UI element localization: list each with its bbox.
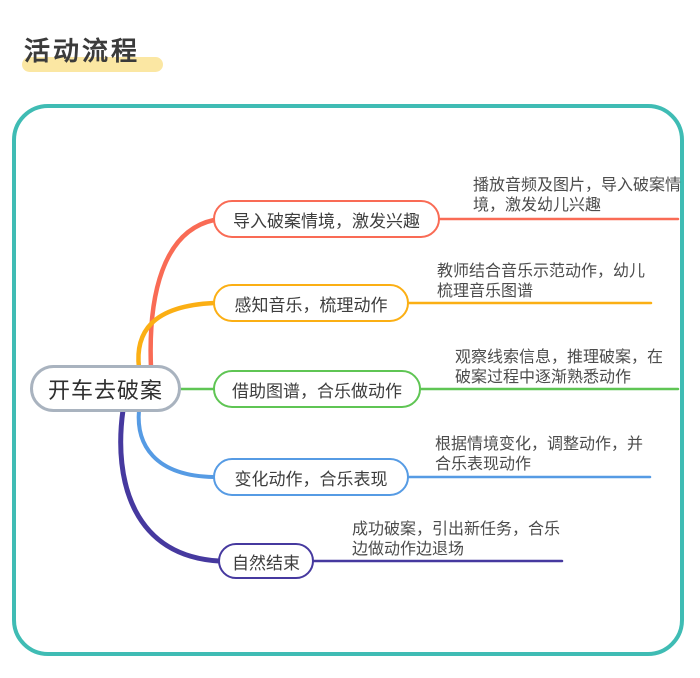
branch-node-1: 导入破案情境，激发兴趣 xyxy=(213,200,440,238)
root-node: 开车去破案 xyxy=(30,365,181,412)
branch-node-2: 感知音乐，梳理动作 xyxy=(213,284,409,322)
branch-node-5: 自然结束 xyxy=(218,543,314,579)
branch-node-2-label: 感知音乐，梳理动作 xyxy=(234,295,388,315)
root-node-label: 开车去破案 xyxy=(47,377,163,403)
leaf-detail-2: 教师结合音乐示范动作，幼儿梳理音乐图谱 xyxy=(437,263,646,300)
page-title-block: 活动流程 xyxy=(22,31,163,72)
page-title: 活动流程 xyxy=(24,36,141,66)
branch-node-3-label: 借助图谱，合乐做动作 xyxy=(232,381,402,401)
branch-curve-2 xyxy=(136,300,217,371)
branch-curve-4 xyxy=(136,408,216,479)
branch-curve-5 xyxy=(118,407,222,564)
leaf-detail-3: 观察线索信息，推理破案，在破案过程中逐渐熟悉动作 xyxy=(455,349,664,386)
branch-node-4: 变化动作，合乐表现 xyxy=(213,458,409,496)
branch-curve-1 xyxy=(148,217,217,371)
branch-node-5-label: 自然结束 xyxy=(232,553,300,573)
title-highlight-bar xyxy=(22,57,163,72)
branch-node-3: 借助图谱，合乐做动作 xyxy=(213,370,421,408)
leaf-detail-1: 播放音频及图片，导入破案情境，激发幼儿兴趣 xyxy=(473,177,682,214)
branch-node-4-label: 变化动作，合乐表现 xyxy=(234,469,388,489)
branch-node-1-label: 导入破案情境，激发兴趣 xyxy=(233,211,420,231)
leaf-detail-4: 根据情境变化，调整动作，并合乐表现动作 xyxy=(435,436,644,473)
leaf-detail-5: 成功破案，引出新任务，合乐边做动作边退场 xyxy=(352,521,561,558)
